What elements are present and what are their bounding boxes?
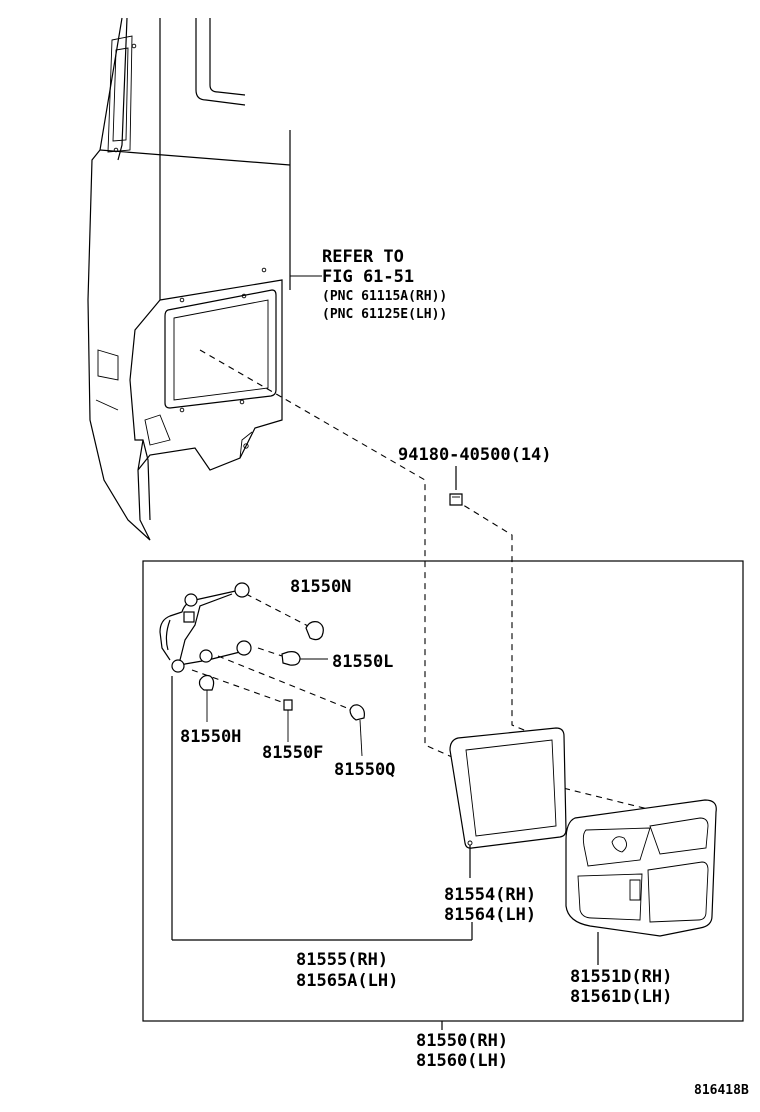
socket-and-wire-harness bbox=[159, 582, 473, 941]
socket-lh-label: 81565A(LH) bbox=[296, 971, 398, 991]
bulb-81550n bbox=[305, 621, 324, 641]
bulb-81550q-label: 81550Q bbox=[334, 760, 395, 780]
screw-part bbox=[449, 466, 463, 506]
refer-to-label: REFER TO bbox=[322, 247, 404, 267]
assembly-rh-label: 81550(RH) bbox=[416, 1031, 508, 1051]
lamp-lens-housing bbox=[565, 799, 717, 965]
bulb-81550h bbox=[198, 674, 215, 722]
bulb-81550q bbox=[349, 704, 365, 757]
bulb-81550h-label: 81550H bbox=[180, 727, 241, 747]
screw-part-number: 94180-40500(14) bbox=[398, 445, 552, 465]
refer-fig-label: FIG 61-51 bbox=[322, 267, 414, 287]
lens-rh-label: 81551D(RH) bbox=[570, 967, 672, 987]
lens-lh-label: 81561D(LH) bbox=[570, 987, 672, 1007]
socket-rh-label: 81555(RH) bbox=[296, 950, 388, 970]
assembly-frame bbox=[142, 560, 744, 1022]
figure-id-label: 816418B bbox=[694, 1083, 749, 1098]
refer-pnc-lh-label: (PNC 61125E(LH)) bbox=[322, 307, 447, 322]
gasket-lh-label: 81564(LH) bbox=[444, 905, 536, 925]
bulb-81550f bbox=[283, 699, 293, 742]
bulb-81550l-label: 81550L bbox=[332, 652, 393, 672]
refer-pnc-rh-label: (PNC 61115A(RH)) bbox=[322, 289, 447, 304]
bulb-81550l bbox=[281, 651, 328, 666]
bulb-81550n-label: 81550N bbox=[290, 577, 351, 597]
assembly-lh-label: 81560(LH) bbox=[416, 1051, 508, 1071]
vehicle-body-panel bbox=[87, 17, 322, 541]
gasket-rh-label: 81554(RH) bbox=[444, 885, 536, 905]
lamp-gasket bbox=[449, 727, 567, 878]
bulb-81550f-label: 81550F bbox=[262, 743, 323, 763]
